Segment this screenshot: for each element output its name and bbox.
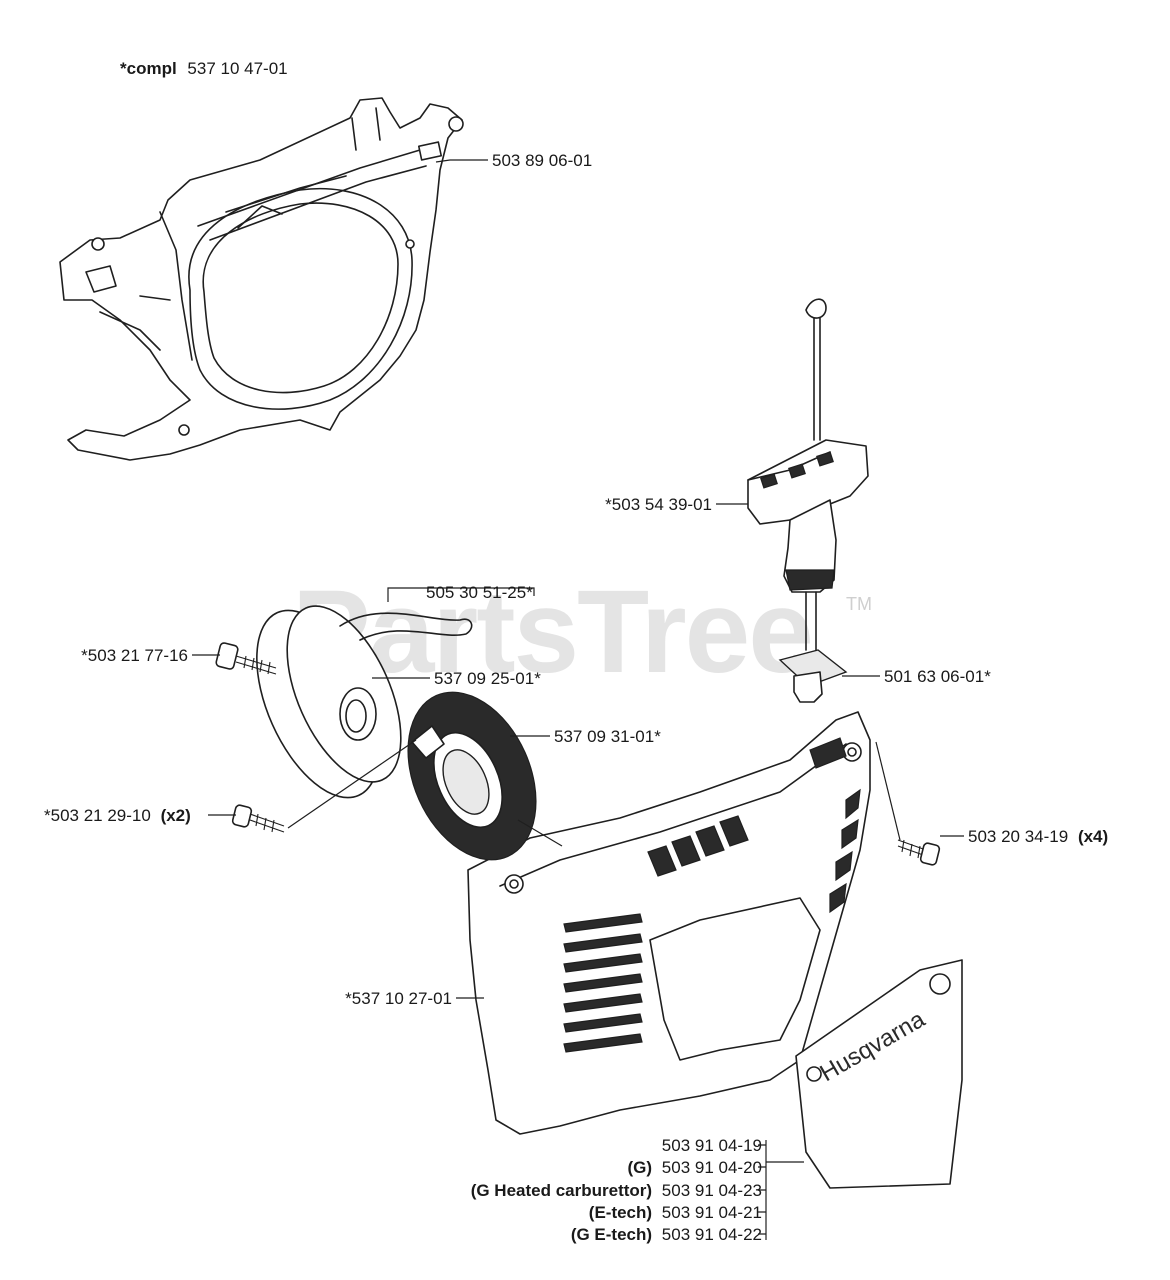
callout-spring-screw-qty: (x2): [161, 806, 191, 825]
decal-variant-number: 503 91 04-23: [662, 1181, 762, 1200]
recoil-spring-part: [407, 691, 537, 861]
callout-pulley-screw: *503 21 77-16: [81, 646, 188, 665]
callout-starter-cord: 505 30 51-25*: [426, 583, 533, 602]
starter-housing-part: [467, 711, 871, 1135]
compl-prefix: *compl: [120, 59, 177, 78]
decal-variant-row: (G) 503 91 04-20: [628, 1158, 762, 1177]
assembly-header: *compl 537 10 47-01: [120, 59, 288, 78]
callout-cover-screw: 503 20 34-19 (x4): [968, 827, 1108, 846]
callout-cover-screw-number: 503 20 34-19: [968, 827, 1068, 846]
decal-variant-qualifier: (E-tech): [589, 1203, 652, 1222]
decal-variant-row: (G Heated carburettor) 503 91 04-23: [471, 1181, 762, 1200]
housing-ribs-right: [829, 788, 861, 914]
decal-variant-qualifier: (G E-tech): [571, 1225, 652, 1244]
decal-variant-row: (E-tech) 503 91 04-21: [589, 1203, 762, 1222]
starter-handle-part: [747, 298, 869, 651]
decal-variant-number: 503 91 04-19: [662, 1136, 762, 1155]
decal-variant-number: 503 91 04-22: [662, 1225, 762, 1244]
spring-screw-part: [231, 804, 285, 833]
callout-starter-handle: *503 54 39-01: [605, 495, 712, 514]
decal-part: Husqvarna: [795, 959, 963, 1189]
cover-screw-part: [897, 839, 941, 866]
decal-variant-row: 503 91 04-19: [662, 1136, 762, 1155]
rope-pulley-part: [256, 605, 473, 799]
callout-cover-screw-qty: (x4): [1078, 827, 1108, 846]
callout-air-guide: 503 89 06-01: [492, 151, 592, 170]
decal-variant-number: 503 91 04-20: [662, 1158, 762, 1177]
pulley-screw-part: [215, 642, 277, 675]
decal-variant-row: (G E-tech) 503 91 04-22: [571, 1225, 762, 1244]
callout-recoil-spring: 537 09 31-01*: [554, 727, 661, 746]
housing-slots-side: [563, 913, 643, 1053]
compl-number: 537 10 47-01: [187, 59, 287, 78]
leader-lines: [192, 159, 964, 1240]
callout-spring-screw: *503 21 29-10 (x2): [44, 806, 191, 825]
callout-spring-screw-number: *503 21 29-10: [44, 806, 151, 825]
decal-variant-list: 503 91 04-19 (G) 503 91 04-20 (G Heated …: [471, 1136, 762, 1244]
housing-vents-top: [647, 815, 749, 877]
air-guide-part: [59, 97, 464, 461]
decal-variant-qualifier: (G): [628, 1158, 653, 1177]
callout-starter-housing: *537 10 27-01: [345, 989, 452, 1008]
watermark-tm: TM: [846, 594, 872, 614]
callout-rope-pulley: 537 09 25-01*: [434, 669, 541, 688]
rope-guide-part: [778, 649, 848, 703]
decal-variant-number: 503 91 04-21: [662, 1203, 762, 1222]
callout-rope-guide: 501 63 06-01*: [884, 667, 991, 686]
decal-variant-qualifier: (G Heated carburettor): [471, 1181, 652, 1200]
